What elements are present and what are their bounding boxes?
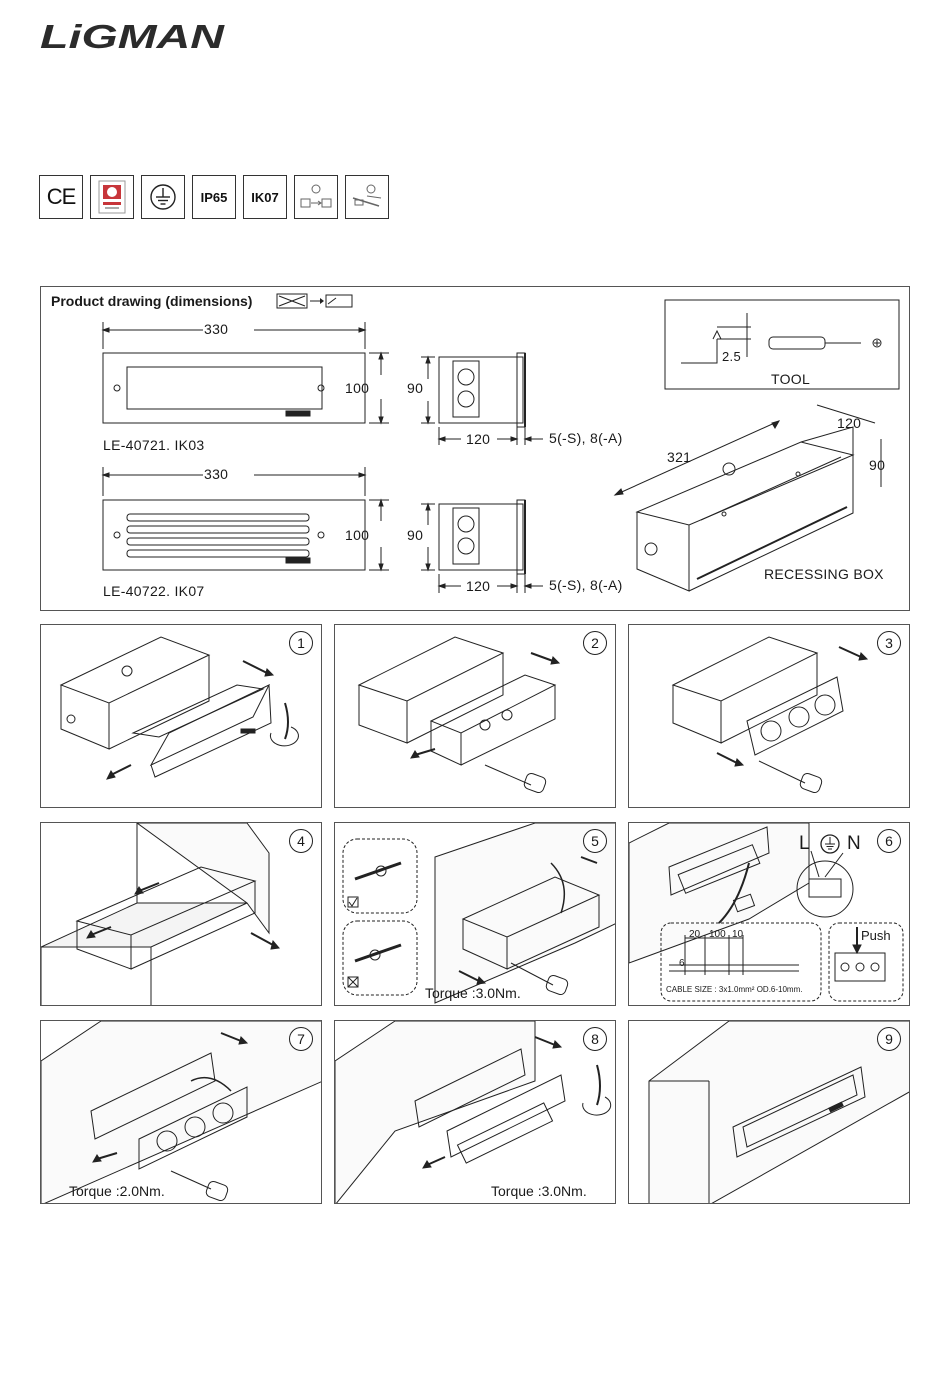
step-9-panel: 9 xyxy=(628,1020,910,1204)
brand-name: LiGMAN xyxy=(40,18,226,52)
recessing-box-label: RECESSING BOX xyxy=(764,566,884,582)
step-6-illustration xyxy=(629,823,910,1006)
step-8-illustration xyxy=(335,1021,616,1204)
top-suffix-dim: 5(-S), 8(-A) xyxy=(549,430,623,446)
box-height-dim: 90 xyxy=(869,457,885,473)
step-6-number: 6 xyxy=(877,829,901,853)
step-8-number: 8 xyxy=(583,1027,607,1051)
bottom-suffix-dim: 5(-S), 8(-A) xyxy=(549,577,623,593)
step-7-panel: Torque :2.0Nm. 7 xyxy=(40,1020,322,1204)
top-side-height-dim: 90 xyxy=(407,380,423,396)
bottom-width-dim: 330 xyxy=(204,466,228,482)
installer-tools-icon xyxy=(345,175,389,219)
step-5-illustration xyxy=(335,823,616,1006)
strip-length-20: 20 xyxy=(689,929,700,940)
ik-rating-label: IK07 xyxy=(251,190,278,205)
strip-length-6: 6 xyxy=(679,958,685,969)
step-9-illustration xyxy=(629,1021,910,1204)
tool-label: TOOL xyxy=(771,371,810,387)
step-2-number: 2 xyxy=(583,631,607,655)
bottom-side-height-dim: 90 xyxy=(407,527,423,543)
bottom-depth-dim: 120 xyxy=(466,578,490,594)
top-height-dim: 100 xyxy=(345,380,369,396)
step-9-number: 9 xyxy=(877,1027,901,1051)
step-5-torque-label: Torque :3.0Nm. xyxy=(425,985,521,1001)
step-7-illustration xyxy=(41,1021,322,1204)
step-7-torque-label: Torque :2.0Nm. xyxy=(69,1183,165,1199)
step-7-number: 7 xyxy=(289,1027,313,1051)
step-4-panel: 4 xyxy=(40,822,322,1006)
step-4-illustration xyxy=(41,823,322,1006)
step-2-illustration xyxy=(335,625,616,808)
step-3-panel: 3 xyxy=(628,624,910,808)
ip65-badge: IP65 xyxy=(192,175,236,219)
ik07-badge: IK07 xyxy=(243,175,287,219)
box-length-dim: 321 xyxy=(667,449,691,465)
model-ik03-label: LE-40721. IK03 xyxy=(103,437,205,453)
step-4-number: 4 xyxy=(289,829,313,853)
step-8-panel: Torque :3.0Nm. 8 xyxy=(334,1020,616,1204)
step-3-number: 3 xyxy=(877,631,901,655)
ce-mark-icon: CE xyxy=(39,175,83,219)
step-6-panel: L N Push 20 100 10 6 CABLE SIZE : 3x1.0m… xyxy=(628,822,910,1006)
top-depth-dim: 120 xyxy=(466,431,490,447)
ip-rating-label: IP65 xyxy=(201,190,228,205)
strip-length-100: 100 xyxy=(709,929,726,940)
step-5-panel: Torque :3.0Nm. 5 xyxy=(334,822,616,1006)
ligman-logo: LiGMAN xyxy=(38,18,228,52)
live-terminal-label: L xyxy=(799,833,810,855)
model-ik07-label: LE-40722. IK07 xyxy=(103,583,205,599)
product-drawing-panel: Product drawing (dimensions) xyxy=(40,286,910,611)
cable-size-label: CABLE SIZE : 3x1.0mm² OD.6-10mm. xyxy=(666,985,802,994)
step-1-illustration xyxy=(41,625,322,808)
tool-size-label: 2.5 xyxy=(722,349,741,364)
certification-row: CE IP65 IK07 xyxy=(39,175,389,219)
bottom-height-dim: 100 xyxy=(345,527,369,543)
quality-seal-icon xyxy=(90,175,134,219)
push-label: Push xyxy=(861,928,891,943)
neutral-terminal-label: N xyxy=(847,833,861,855)
step-8-torque-label: Torque :3.0Nm. xyxy=(491,1183,587,1199)
strip-length-10: 10 xyxy=(732,929,743,940)
ce-mark-label: CE xyxy=(47,184,76,210)
class-one-earth-icon xyxy=(141,175,185,219)
earth-terminal-icon xyxy=(819,833,841,855)
electrician-install-icon xyxy=(294,175,338,219)
box-depth-dim: 120 xyxy=(837,415,861,431)
step-3-illustration xyxy=(629,625,910,808)
step-1-panel: 1 xyxy=(40,624,322,808)
step-5-number: 5 xyxy=(583,829,607,853)
step-1-number: 1 xyxy=(289,631,313,655)
step-2-panel: 2 xyxy=(334,624,616,808)
top-width-dim: 330 xyxy=(204,321,228,337)
